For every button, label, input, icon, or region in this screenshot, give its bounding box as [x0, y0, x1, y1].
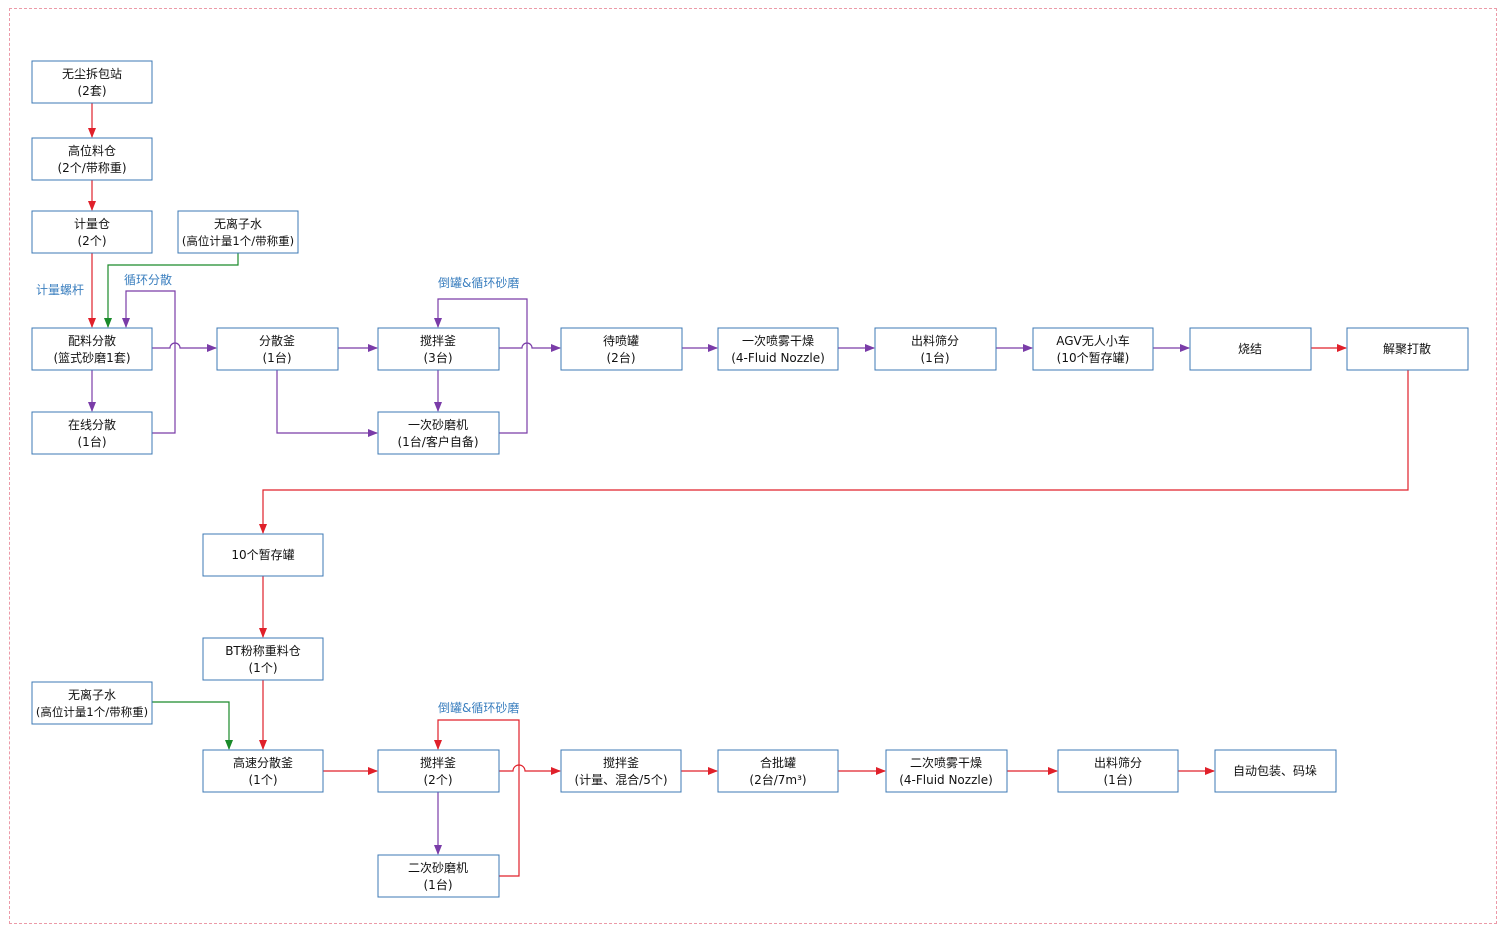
svg-text:二次砂磨机: 二次砂磨机	[408, 861, 468, 875]
node-batch-blending-tank: 合批罐 (2台/7m³)	[717, 749, 839, 793]
connector-labels: 计量螺杆 循环分散 倒罐&循环砂磨 倒罐&循环砂磨	[36, 272, 519, 715]
connectors	[88, 103, 1409, 877]
diagram-frame	[9, 8, 1497, 924]
svg-text:(计量、混合/5个): (计量、混合/5个)	[574, 772, 667, 787]
node-sintering: 烧结	[1189, 327, 1312, 371]
svg-text:BT粉称重料仓: BT粉称重料仓	[225, 644, 301, 658]
svg-text:搅拌釜: 搅拌釜	[420, 755, 456, 770]
flow-disperser-to-first-mill	[276, 370, 378, 437]
svg-text:搅拌釜: 搅拌釜	[603, 755, 639, 770]
svg-text:出料筛分: 出料筛分	[1094, 755, 1142, 770]
flow-deagglomeration-to-buffer-tanks	[259, 370, 1409, 534]
svg-text:(高位计量1个/带称重): (高位计量1个/带称重)	[182, 234, 294, 248]
label-metering-screw: 计量螺杆	[36, 283, 84, 297]
svg-text:(4-Fluid Nozzle): (4-Fluid Nozzle)	[899, 773, 993, 787]
svg-text:二次喷雾干燥: 二次喷雾干燥	[910, 756, 982, 770]
node-spray-feed-tank: 待喷罐 (2台)	[560, 327, 683, 371]
svg-text:(1台): (1台)	[921, 350, 950, 365]
svg-text:合批罐: 合批罐	[760, 755, 796, 770]
svg-text:10个暂存罐: 10个暂存罐	[231, 548, 294, 562]
node-secondary-spray-dryer: 二次喷雾干燥 (4-Fluid Nozzle)	[885, 749, 1008, 793]
node-auto-packing-palletizing: 自动包装、码垛	[1214, 749, 1337, 793]
svg-text:配料分散: 配料分散	[68, 333, 116, 348]
svg-text:解聚打散: 解聚打散	[1383, 341, 1431, 356]
node-primary-sand-mill: 一次砂磨机 (1台/客户自备)	[377, 411, 500, 455]
svg-text:无离子水: 无离子水	[214, 216, 262, 231]
svg-text:(1台): (1台)	[424, 877, 453, 892]
node-agv-cart: AGV无人小车 (10个暂存罐)	[1032, 327, 1154, 371]
flow-second-mill-recirculation	[434, 719, 520, 877]
node-dispersion-kettle: 分散釜 (1台)	[216, 327, 339, 371]
svg-text:(2台/7m³): (2台/7m³)	[749, 772, 806, 787]
node-bt-powder-weighing-silo: BT粉称重料仓 (1个)	[202, 637, 324, 681]
svg-text:(1台): (1台)	[263, 350, 292, 365]
svg-text:(1台): (1台)	[1104, 772, 1133, 787]
node-mixing-kettle-2: 搅拌釜 (2个)	[377, 749, 500, 793]
node-high-speed-dispersion-kettle: 高速分散釜 (1个)	[202, 749, 324, 793]
flow-inline-disperser-recirculation	[122, 290, 176, 434]
flow-mixer-3-to-spray-tank	[499, 342, 561, 352]
node-discharge-sieving-2: 出料筛分 (1台)	[1057, 749, 1179, 793]
svg-text:高速分散釜: 高速分散釜	[233, 755, 293, 770]
svg-text:AGV无人小车: AGV无人小车	[1056, 333, 1130, 348]
svg-text:烧结: 烧结	[1238, 342, 1262, 356]
svg-text:(4-Fluid Nozzle): (4-Fluid Nozzle)	[731, 351, 825, 365]
node-mixing-kettle-3: 搅拌釜 (3台)	[377, 327, 500, 371]
svg-text:待喷罐: 待喷罐	[603, 334, 639, 348]
node-metering-bin: 计量仓 (2个)	[31, 210, 153, 254]
svg-text:高位料仓: 高位料仓	[68, 143, 116, 158]
svg-text:(2个/带称重): (2个/带称重)	[57, 161, 126, 175]
svg-text:一次喷雾干燥: 一次喷雾干燥	[742, 334, 814, 348]
node-dust-free-unpacking-station: 无尘拆包站 (2套)	[31, 60, 153, 104]
svg-text:(10个暂存罐): (10个暂存罐)	[1057, 351, 1130, 365]
svg-text:在线分散: 在线分散	[68, 417, 116, 432]
svg-text:(2台): (2台)	[607, 350, 636, 365]
svg-text:自动包装、码垛: 自动包装、码垛	[1233, 763, 1317, 778]
node-high-level-silo: 高位料仓 (2个/带称重)	[31, 137, 153, 181]
node-deionized-water-1: 无离子水 (高位计量1个/带称重)	[177, 210, 299, 254]
svg-text:(2个): (2个)	[424, 773, 453, 787]
svg-text:(1台): (1台)	[78, 434, 107, 449]
svg-text:(1台/客户自备): (1台/客户自备)	[397, 434, 478, 449]
flow-batching-to-disperser	[152, 342, 217, 352]
svg-text:一次砂磨机: 一次砂磨机	[408, 418, 468, 432]
svg-text:(1个): (1个)	[249, 661, 278, 675]
node-discharge-sieving-1: 出料筛分 (1台)	[874, 327, 997, 371]
svg-text:(1个): (1个)	[249, 773, 278, 787]
node-inline-dispersion: 在线分散 (1台)	[31, 411, 153, 455]
label-tank-circulation-grinding-2: 倒罐&循环砂磨	[438, 701, 519, 715]
svg-text:计量仓: 计量仓	[74, 217, 110, 231]
svg-text:(2套): (2套)	[78, 84, 107, 98]
label-circulation-dispersion: 循环分散	[124, 272, 172, 287]
node-buffer-tanks: 10个暂存罐	[202, 533, 324, 577]
svg-text:(3台): (3台)	[424, 350, 453, 365]
svg-text:分散釜: 分散釜	[259, 333, 295, 348]
label-tank-circulation-grinding-1: 倒罐&循环砂磨	[438, 276, 519, 290]
node-deagglomeration: 解聚打散	[1346, 327, 1469, 371]
svg-text:(高位计量1个/带称重): (高位计量1个/带称重)	[36, 705, 148, 719]
flow-first-mill-recirculation	[434, 298, 528, 434]
flow-water-to-high-speed-disperser	[152, 701, 233, 750]
node-primary-spray-dryer: 一次喷雾干燥 (4-Fluid Nozzle)	[717, 327, 839, 371]
flow-mixer-2-to-mixer-5	[499, 764, 561, 775]
flow-water-to-batching	[104, 253, 239, 328]
node-mixing-kettle-5: 搅拌釜 (计量、混合/5个)	[560, 749, 682, 793]
svg-text:无离子水: 无离子水	[68, 687, 116, 702]
svg-text:出料筛分: 出料筛分	[911, 333, 959, 348]
node-batching-dispersion: 配料分散 (篮式砂磨1套)	[31, 327, 153, 371]
svg-text:无尘拆包站: 无尘拆包站	[62, 66, 122, 81]
svg-text:搅拌釜: 搅拌釜	[420, 333, 456, 348]
node-deionized-water-2: 无离子水 (高位计量1个/带称重)	[31, 681, 153, 725]
svg-text:(篮式砂磨1套): (篮式砂磨1套)	[54, 350, 131, 365]
node-secondary-sand-mill: 二次砂磨机 (1台)	[377, 854, 500, 898]
svg-text:(2个): (2个)	[78, 234, 107, 248]
